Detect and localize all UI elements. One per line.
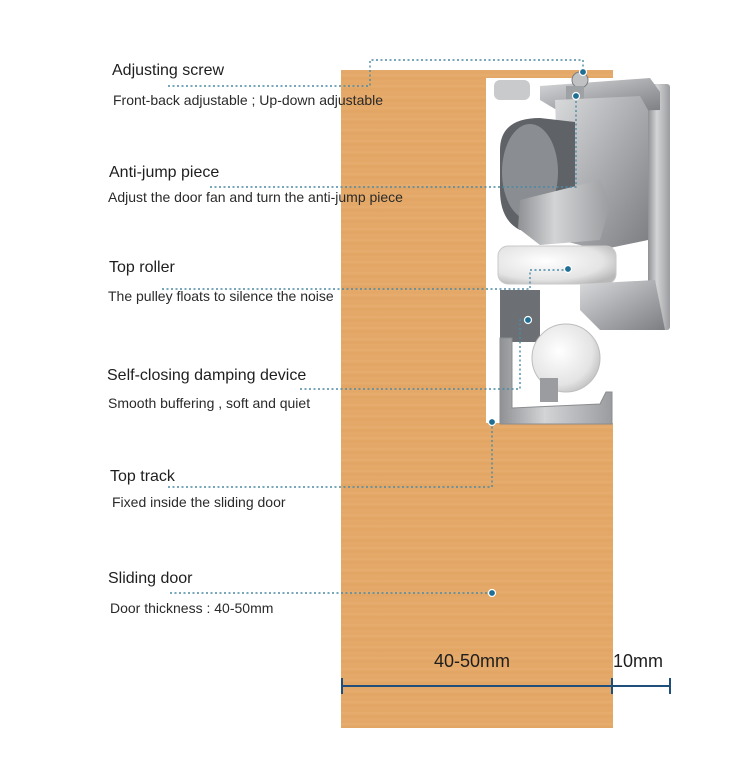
pin-damping <box>523 315 533 325</box>
damper-screw <box>540 378 558 402</box>
top-cap <box>494 80 530 100</box>
pin-top-track <box>487 417 497 427</box>
top-roller <box>497 245 617 285</box>
pin-adjusting-screw <box>578 67 588 77</box>
callout-title-adjusting-screw: Adjusting screw <box>112 62 225 79</box>
dimension-door-thickness: 40-50mm <box>434 651 511 671</box>
callout-desc-top-roller: The pulley floats to silence the noise <box>108 288 334 304</box>
leader-top-track <box>168 422 493 488</box>
pin-top-roller <box>563 264 573 274</box>
leader-anti-jump <box>210 96 577 188</box>
callout-title-damping: Self-closing damping device <box>107 367 307 384</box>
callout-title-top-roller: Top roller <box>109 259 175 276</box>
mounting-plate <box>648 84 670 330</box>
top-track <box>499 337 613 425</box>
pin-sliding-door <box>487 588 497 598</box>
lower-roller <box>531 323 601 393</box>
callout-title-sliding-door: Sliding door <box>108 570 193 587</box>
leader-top-roller <box>162 269 568 290</box>
callout-desc-adjusting-screw: Front-back adjustable ; Up-down adjustab… <box>113 92 384 108</box>
callout-desc-damping: Smooth buffering , soft and quiet <box>108 395 311 411</box>
callout-title-top-track: Top track <box>110 468 175 485</box>
dimension-gap: 10mm <box>613 651 664 671</box>
callout-desc-sliding-door: Door thickness : 40-50mm <box>110 600 274 616</box>
callout-desc-top-track: Fixed inside the sliding door <box>112 494 286 510</box>
callout-desc-anti-jump: Adjust the door fan and turn the anti-ju… <box>108 189 403 205</box>
anti-jump-piece <box>518 180 610 245</box>
pin-anti-jump <box>571 91 581 101</box>
lower-bracket <box>580 280 665 330</box>
callout-title-anti-jump: Anti-jump piece <box>109 164 220 181</box>
